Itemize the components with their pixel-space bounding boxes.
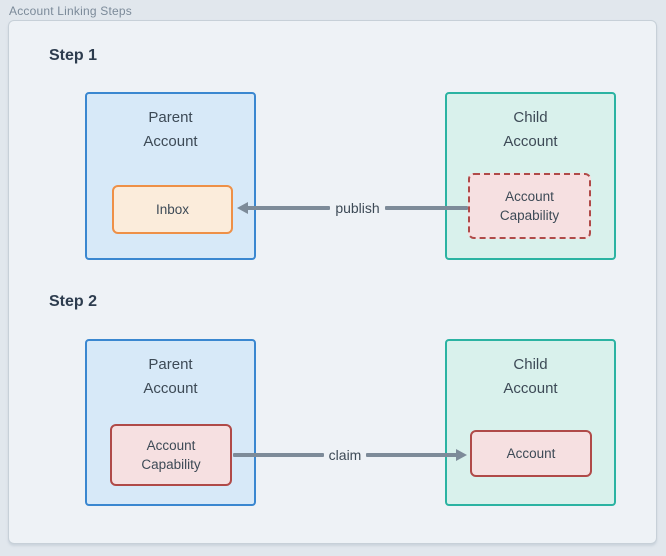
step2-account-box: Account (470, 430, 592, 477)
arrow-line (233, 453, 324, 457)
diagram-title: Account Linking Steps (9, 4, 132, 18)
step2-child-account-box: Child Account Account (445, 339, 616, 506)
step2-parent-account-title: Parent Account (143, 356, 198, 397)
claim-arrow: claim (233, 444, 468, 466)
arrow-left-head-icon (237, 202, 248, 214)
step-1-label: Step 1 (49, 47, 98, 64)
arrow-line (247, 206, 331, 210)
step1-parent-account-title: Parent Account (143, 109, 198, 150)
arrow-line (384, 206, 468, 210)
arrow-line (366, 453, 458, 457)
step1-inbox-box: Inbox (112, 185, 233, 234)
claim-arrow-label: claim (328, 447, 362, 463)
step2-child-account-title: Child Account (503, 356, 558, 397)
publish-arrow: publish (237, 197, 468, 219)
step1-child-account-box: Child Account Account Capability (445, 92, 616, 260)
step2-account-capability-box: Account Capability (110, 424, 232, 486)
step1-child-account-title: Child Account (503, 109, 558, 150)
step1-account-capability-box: Account Capability (468, 173, 591, 239)
arrow-right-head-icon (456, 449, 468, 461)
step2-parent-account-box: Parent Account Account Capability (85, 339, 256, 506)
step-2-label: Step 2 (49, 293, 98, 310)
step1-parent-account-box: Parent Account Inbox (85, 92, 256, 260)
publish-arrow-label: publish (335, 200, 380, 216)
